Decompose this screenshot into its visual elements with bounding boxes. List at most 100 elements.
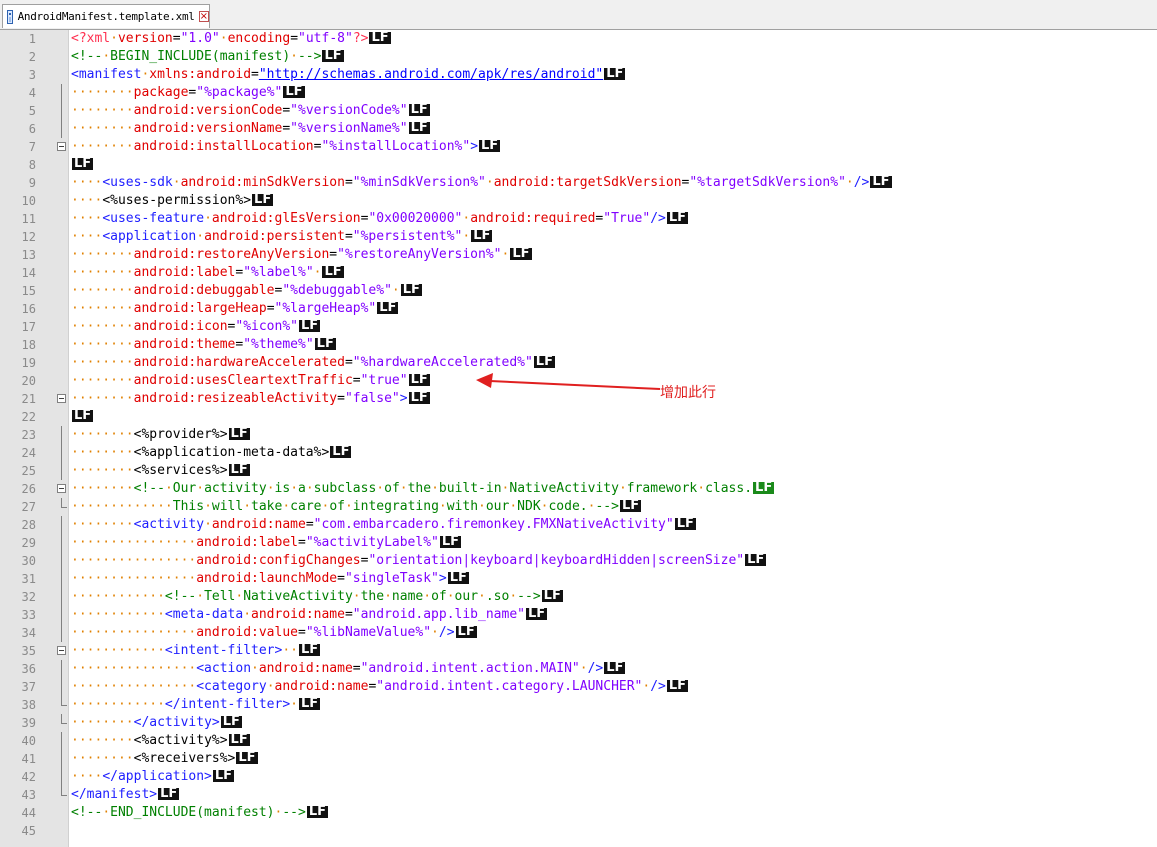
line-text: ········android:versionCode="%versionCod… [71,102,430,120]
code-line[interactable]: 43</manifest>LF [0,786,1157,804]
code-token-attr: package [133,85,189,100]
code-line[interactable]: 14········android:label="%label%"·LF [0,264,1157,282]
line-number: 14 [21,266,36,280]
fold-toggle-icon[interactable] [56,390,68,408]
fold-guide [56,714,68,732]
code-line[interactable]: 6········android:versionName="%versionNa… [0,120,1157,138]
line-text: ················<category·android:name="… [71,678,689,696]
code-line[interactable]: 15········android:debuggable="%debuggabl… [0,282,1157,300]
code-line[interactable]: 25········<%services%>LF [0,462,1157,480]
code-editor[interactable]: 1<?xml·version="1.0"·encoding="utf-8"?>L… [0,30,1157,847]
code-line[interactable]: 12····<application·android:persistent="%… [0,228,1157,246]
code-line[interactable]: 33············<meta-data·android:name="a… [0,606,1157,624]
code-token-attr: android:icon [133,319,228,334]
code-line[interactable]: 5········android:versionCode="%versionCo… [0,102,1157,120]
code-line[interactable]: 9····<uses-sdk·android:minSdkVersion="%m… [0,174,1157,192]
line-number: 40 [21,734,36,748]
code-line[interactable]: 1<?xml·version="1.0"·encoding="utf-8"?>L… [0,30,1157,48]
code-token-comment: the [360,589,385,604]
code-token-ws: ········ [71,85,134,100]
fold-toggle-icon[interactable] [56,642,68,660]
code-line[interactable]: 30················android:configChanges=… [0,552,1157,570]
code-line[interactable]: 16········android:largeHeap="%largeHeap%… [0,300,1157,318]
eol-marker: LF [283,83,305,99]
code-token-tag: /> [853,175,870,190]
code-line[interactable]: 18········android:theme="%theme%"LF [0,336,1157,354]
code-token-ws: ················ [71,625,197,640]
code-token-tag: <uses-feature [102,211,205,226]
code-token-attr: android:versionName [133,121,283,136]
eol-marker: LF [753,479,775,495]
code-token-ws: · [509,499,518,514]
code-token-comment: our [454,589,479,604]
code-token-ws: · [446,589,455,604]
code-token-ws: · [141,67,150,82]
code-line[interactable]: 32············<!--·Tell·NativeActivity·t… [0,588,1157,606]
code-line[interactable]: 28········<activity·android:name="com.em… [0,516,1157,534]
code-line[interactable]: 29················android:label="%activi… [0,534,1157,552]
code-token-comment: BEGIN_INCLUDE(manifest) [110,49,291,64]
line-text: ················android:launchMode="sing… [71,570,469,588]
code-line[interactable]: 4········package="%package%"LF [0,84,1157,102]
fold-toggle-icon[interactable] [56,138,68,156]
code-token-value: "false" [344,391,400,406]
close-icon[interactable]: × [198,11,209,22]
code-line[interactable]: 44<!--·END_INCLUDE(manifest)·-->LF [0,804,1157,822]
code-line[interactable]: 37················<category·android:name… [0,678,1157,696]
code-line[interactable]: 10····<%uses-permission%>LF [0,192,1157,210]
code-line[interactable]: 23········<%provider%>LF [0,426,1157,444]
code-token-ws: · [618,481,627,496]
eol-marker: LF [674,515,696,531]
code-token-tag: <application [102,229,197,244]
code-token-ws: · [438,499,447,514]
code-token-tag: </manifest> [71,787,158,802]
code-line[interactable]: 2<!--·BEGIN_INCLUDE(manifest)·-->LF [0,48,1157,66]
code-line[interactable]: 27·············This·will·take·care·of·in… [0,498,1157,516]
line-number: 23 [21,428,36,442]
code-line[interactable]: 34················android:value="%libNam… [0,624,1157,642]
code-line[interactable]: 13········android:restoreAnyVersion="%re… [0,246,1157,264]
eol-marker: LF [408,119,430,135]
code-line[interactable]: 40········<%activity%>LF [0,732,1157,750]
code-token-comment: care [290,499,322,514]
eol-marker: LF [330,443,352,459]
line-number: 16 [21,302,36,316]
code-token-ws: ········ [71,283,134,298]
code-token-value: "android.intent.action.MAIN" [360,661,580,676]
line-text: ····<application·android:persistent="%pe… [71,228,493,246]
code-token-ws: ········ [71,139,134,154]
code-token-tag: /> [438,625,455,640]
code-line[interactable]: 26········<!--·Our·activity·is·a·subclas… [0,480,1157,498]
code-line[interactable]: 17········android:icon="%icon%"LF [0,318,1157,336]
code-line[interactable]: 39········</activity>LF [0,714,1157,732]
line-text: ················android:configChanges="o… [71,552,767,570]
eol-marker: LF [252,191,274,207]
code-token-ws: · [485,175,494,190]
tab-androidmanifest[interactable]: AndroidManifest.template.xml × [2,4,210,28]
code-line[interactable]: 24········<%application-meta-data%>LF [0,444,1157,462]
code-line[interactable]: 35············<intent-filter>··LF [0,642,1157,660]
code-line[interactable]: 41········<%receivers%>LF [0,750,1157,768]
code-token-link: "http://schemas.android.com/apk/res/andr… [258,67,604,82]
code-line[interactable]: 7········android:installLocation="%insta… [0,138,1157,156]
line-number: 17 [21,320,36,334]
code-line[interactable]: 19········android:hardwareAccelerated="%… [0,354,1157,372]
fold-toggle-icon[interactable] [56,480,68,498]
line-number-gutter [0,30,69,847]
code-line[interactable]: 31················android:launchMode="si… [0,570,1157,588]
code-token-text: = [282,121,291,136]
line-number: 32 [21,590,36,604]
code-line[interactable]: 42····</application>LF [0,768,1157,786]
line-number: 41 [21,752,36,766]
code-token-value: "true" [360,373,408,388]
code-line[interactable]: 36················<action·android:name="… [0,660,1157,678]
code-line[interactable]: 20········android:usesCleartextTraffic="… [0,372,1157,390]
code-line[interactable]: 38············</intent-filter>·LF [0,696,1157,714]
code-line[interactable]: 11····<uses-feature·android:glEsVersion=… [0,210,1157,228]
code-line[interactable]: 3<manifest·xmlns:android="http://schemas… [0,66,1157,84]
code-line[interactable]: 45 [0,822,1157,840]
code-line[interactable]: 21········android:resizeableActivity="fa… [0,390,1157,408]
line-text: ············<meta-data·android:name="and… [71,606,548,624]
